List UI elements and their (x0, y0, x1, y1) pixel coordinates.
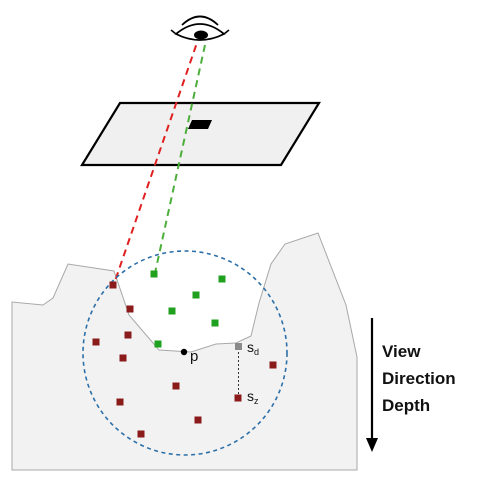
red-samples (92, 281, 277, 438)
label-sd: sd (247, 339, 259, 357)
label-sd-sub: d (254, 347, 259, 357)
red-sample (126, 305, 134, 313)
green-samples (150, 270, 226, 348)
red-sample (194, 416, 202, 424)
green-sample (150, 270, 158, 278)
red-sample (137, 430, 145, 438)
image-plane (80, 101, 321, 167)
red-sample (269, 361, 277, 369)
red-ray (114, 33, 201, 282)
green-sample (154, 340, 162, 348)
red-sample (109, 281, 117, 289)
arrow-down-icon (366, 318, 378, 452)
green-sample (211, 319, 219, 327)
green-sample (218, 275, 226, 283)
green-sample (168, 307, 176, 315)
label-sd-base: s (247, 339, 254, 355)
green-ray (154, 44, 206, 274)
sampling-sphere (82, 250, 288, 456)
green-sample (192, 291, 200, 299)
label-sz-base: s (247, 388, 254, 404)
image-plane-pixel (188, 120, 212, 129)
red-sample (116, 398, 124, 406)
red-sample (172, 382, 180, 390)
red-sample (124, 331, 132, 339)
label-sz-sub: z (254, 396, 259, 406)
surface-shape (11, 232, 358, 471)
point-p (180, 348, 188, 356)
label-sz: sz (247, 388, 259, 406)
gray-sample-sd (235, 343, 242, 350)
label-p: p (190, 348, 198, 365)
red-sample (234, 394, 242, 402)
red-sample (119, 354, 127, 362)
view-direction-line-3: Depth (382, 396, 430, 415)
view-direction-line-2: Direction (382, 369, 456, 388)
red-sample (92, 338, 100, 346)
eye-icon (170, 15, 230, 41)
view-direction-line-1: View (382, 342, 421, 361)
